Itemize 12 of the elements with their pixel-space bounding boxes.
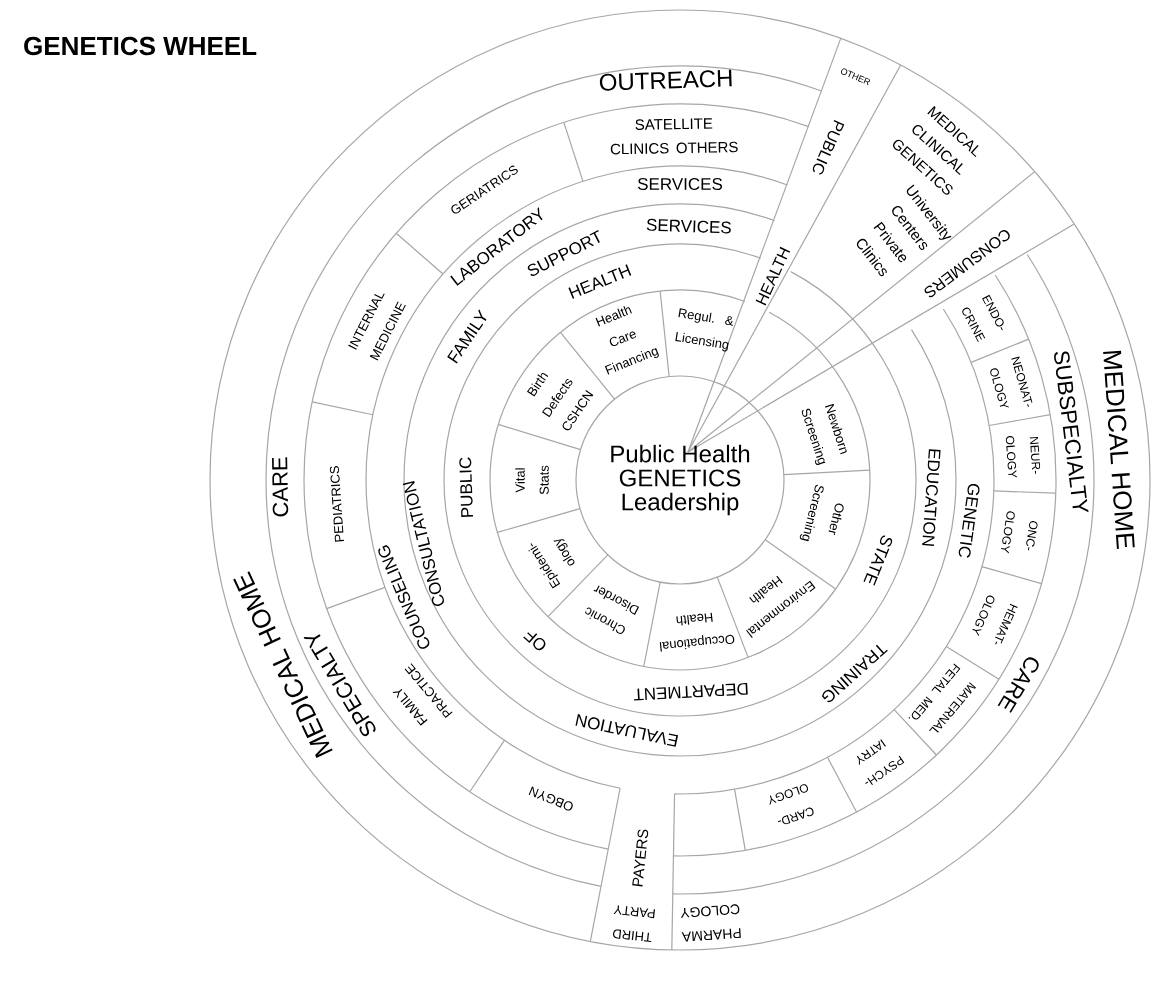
ring-label: DEPARTMENT [634,682,748,701]
ring-label: GENETIC [958,484,980,558]
ring-label: MEDICAL HOME [1103,350,1135,549]
ring-label: SERVICES [637,178,723,190]
ring-label: PUBLIC [459,457,473,517]
title: GENETICS WHEEL [24,36,257,56]
ring-label: OF [523,632,546,651]
ring-label: SERVICES [646,218,731,234]
ring-label: SUBSPECIALTY [1054,351,1089,513]
ring-label: CARE [272,457,289,517]
ring-label: OUTREACH [599,69,732,91]
ring-label: EDUCATION [922,449,941,546]
